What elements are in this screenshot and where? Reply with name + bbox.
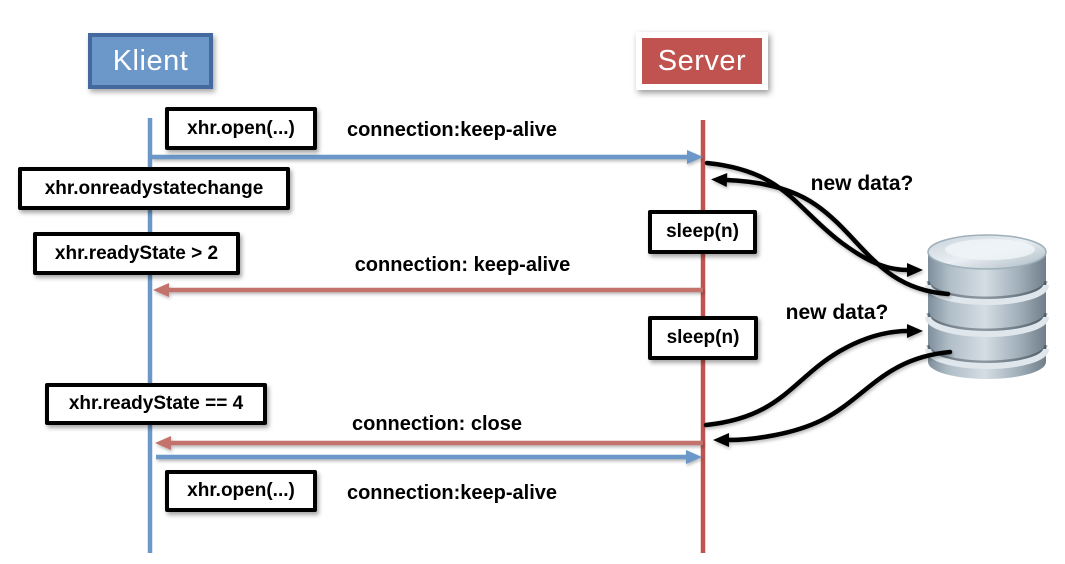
- message-label-keepalive-3: connection:keep-alive: [346, 482, 558, 504]
- db-query-arrow-2: [703, 324, 923, 428]
- database-icon: [925, 234, 1049, 379]
- server-header: Server: [636, 32, 768, 90]
- client-header: Klient: [88, 33, 213, 89]
- db-response-arrow-1: [711, 173, 951, 297]
- server-note-sleep-1: sleep(n): [648, 210, 757, 254]
- new-data-label-2: new data?: [785, 301, 889, 324]
- client-note-readystate-eq-4: xhr.readyState == 4: [45, 383, 267, 425]
- server-header-label: Server: [657, 44, 747, 77]
- db-query-arrow-1: [704, 160, 923, 277]
- client-note-readystate-gt-2: xhr.readyState > 2: [33, 232, 240, 275]
- server-note-sleep-2: sleep(n): [648, 316, 758, 360]
- client-note-xhr-open-2: xhr.open(...): [165, 470, 317, 512]
- client-note-xhr-open-1: xhr.open(...): [165, 107, 317, 150]
- db-response-arrow-2: [713, 349, 953, 447]
- new-data-label-1: new data?: [810, 172, 914, 195]
- client-header-label: Klient: [112, 44, 189, 77]
- message-label-keepalive-2: connection: keep-alive: [354, 254, 571, 276]
- client-note-onreadystatechange: xhr.onreadystatechange: [18, 167, 290, 210]
- message-label-close: connection: close: [351, 413, 523, 435]
- message-label-keepalive-1: connection:keep-alive: [346, 119, 558, 141]
